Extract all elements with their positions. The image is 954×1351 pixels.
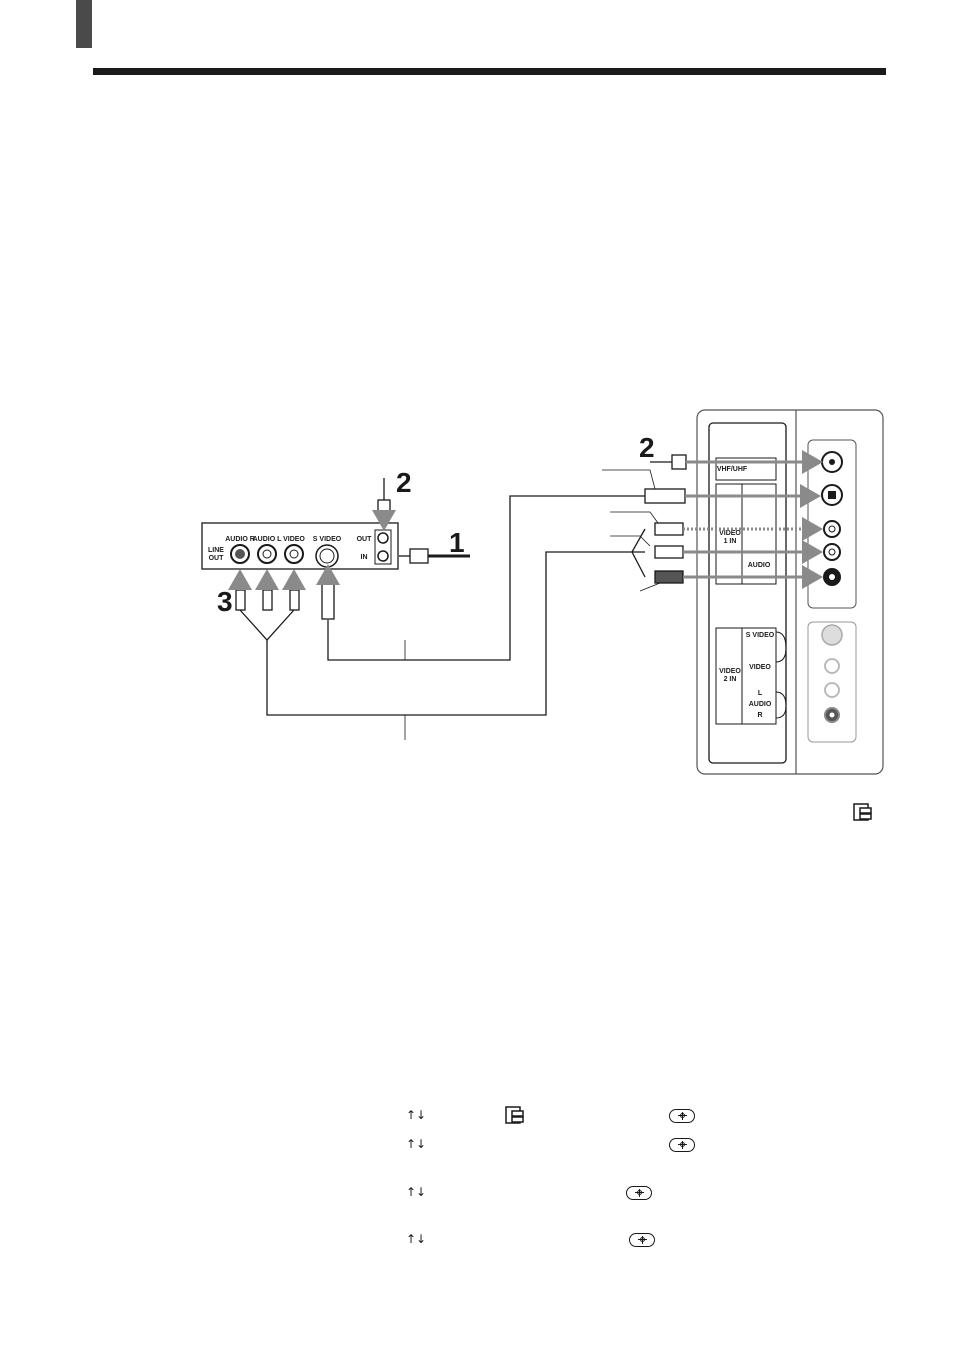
step-1: 1	[449, 527, 465, 558]
tv-audio-label: AUDIO	[748, 562, 771, 569]
tv-video1-label: VIDEO	[719, 530, 741, 537]
vcr-out-jack-label: OUT	[357, 536, 373, 543]
tv-audio2-label: AUDIO	[749, 701, 772, 708]
enter-button-icon	[629, 1233, 655, 1247]
step-2-left: 2	[396, 467, 412, 498]
setup-menu-icon-inline	[505, 1106, 524, 1124]
setup-menu-icon	[853, 803, 872, 821]
vcr-in-jack-label: IN	[361, 554, 368, 561]
vcr-out-label: OUT	[209, 555, 225, 562]
tv-rear-panel: VHF/UHF VIDEO 1 IN AUDIO S VIDEO VIDEO V…	[696, 409, 884, 775]
tv-vhf-uhf-label: VHF/UHF	[717, 466, 748, 473]
up-down-arrows-icon: ↑↓	[406, 1185, 427, 1199]
enter-button-icon	[669, 1109, 695, 1123]
header-rule	[93, 68, 886, 75]
up-down-arrows-icon: ↑↓	[406, 1108, 427, 1122]
vcr-audio-l-label: AUDIO L	[253, 536, 283, 543]
vcr-line-label: LINE	[208, 547, 224, 554]
enter-button-icon	[669, 1138, 695, 1152]
cables	[228, 450, 823, 740]
enter-button-icon	[626, 1186, 652, 1200]
tv-audio-r-label: R	[757, 712, 762, 719]
step-3: 3	[217, 586, 233, 617]
tv-video1-sub: 1 IN	[724, 538, 737, 545]
tv-audio-l-label: L	[758, 690, 763, 697]
tv-video2-label: VIDEO	[719, 668, 741, 675]
tv-video-label: VIDEO	[749, 664, 771, 671]
tv-video2-sub: 2 IN	[724, 676, 737, 683]
tv-s-video-label: S VIDEO	[746, 632, 775, 639]
vcr-audio-r-label: AUDIO R	[225, 536, 255, 543]
up-down-arrows-icon: ↑↓	[406, 1232, 427, 1246]
vcr-rear-panel: LINE OUT AUDIO R AUDIO L VIDEO S VIDEO O…	[201, 522, 399, 570]
vcr-video-label: VIDEO	[283, 536, 305, 543]
up-down-arrows-icon: ↑↓	[406, 1137, 427, 1151]
header-tab	[76, 0, 92, 48]
step-2-right: 2	[639, 432, 655, 463]
vcr-s-video-label: S VIDEO	[313, 536, 342, 543]
